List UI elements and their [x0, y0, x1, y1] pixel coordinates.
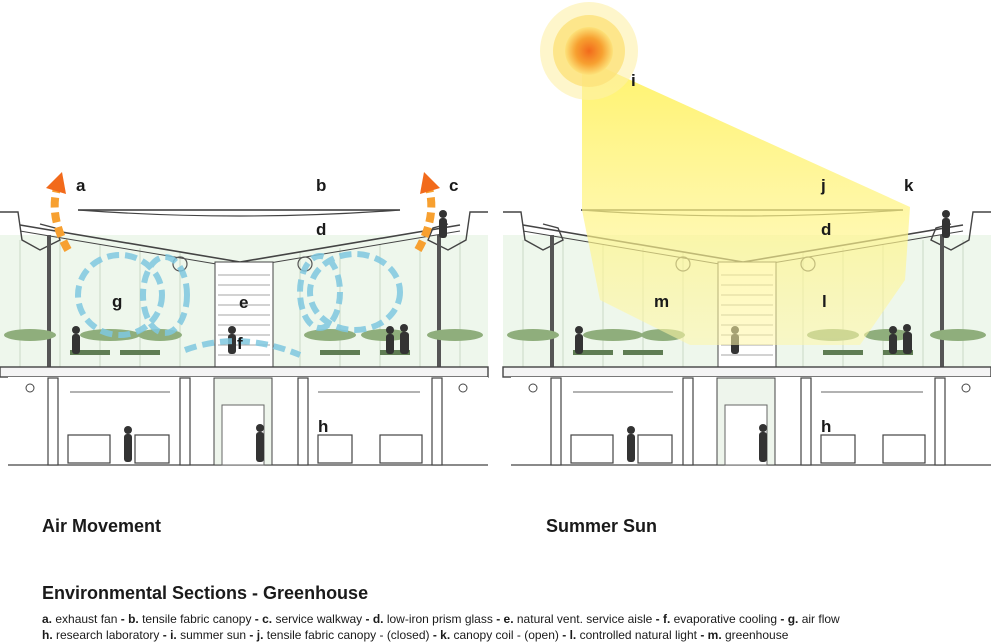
label-e: e [239, 293, 248, 312]
label-h: h [318, 417, 328, 436]
air-movement-section: a b c d e f g h [0, 172, 489, 466]
caption-air-movement: Air Movement [42, 516, 162, 536]
label-g: g [112, 292, 122, 311]
legend-line-1: a. exhaust fan - b. tensile fabric canop… [42, 612, 840, 626]
label-b: b [316, 176, 326, 195]
label-k: k [904, 176, 914, 195]
sunlight-beam [582, 58, 910, 345]
airflow-arrows [75, 251, 403, 358]
caption-summer-sun: Summer Sun [546, 516, 658, 536]
label-c: c [449, 176, 458, 195]
exhaust-arrowhead-left [46, 172, 66, 194]
label-i: i [631, 71, 636, 90]
figure-title: Environmental Sections - Greenhouse [42, 583, 369, 603]
summer-sun-section: i j k d m l h [502, 2, 991, 466]
label-d: d [316, 220, 326, 239]
label-f: f [237, 334, 243, 353]
label-d-right: d [821, 220, 831, 239]
label-l: l [822, 292, 827, 311]
exhaust-arrowhead-right [420, 172, 440, 194]
label-h-right: h [821, 417, 831, 436]
sun-core [565, 27, 613, 75]
label-m: m [654, 292, 669, 311]
label-j: j [820, 176, 826, 195]
label-a: a [76, 176, 86, 195]
legend-line-2: h. research laboratory - i. summer sun -… [42, 628, 789, 642]
